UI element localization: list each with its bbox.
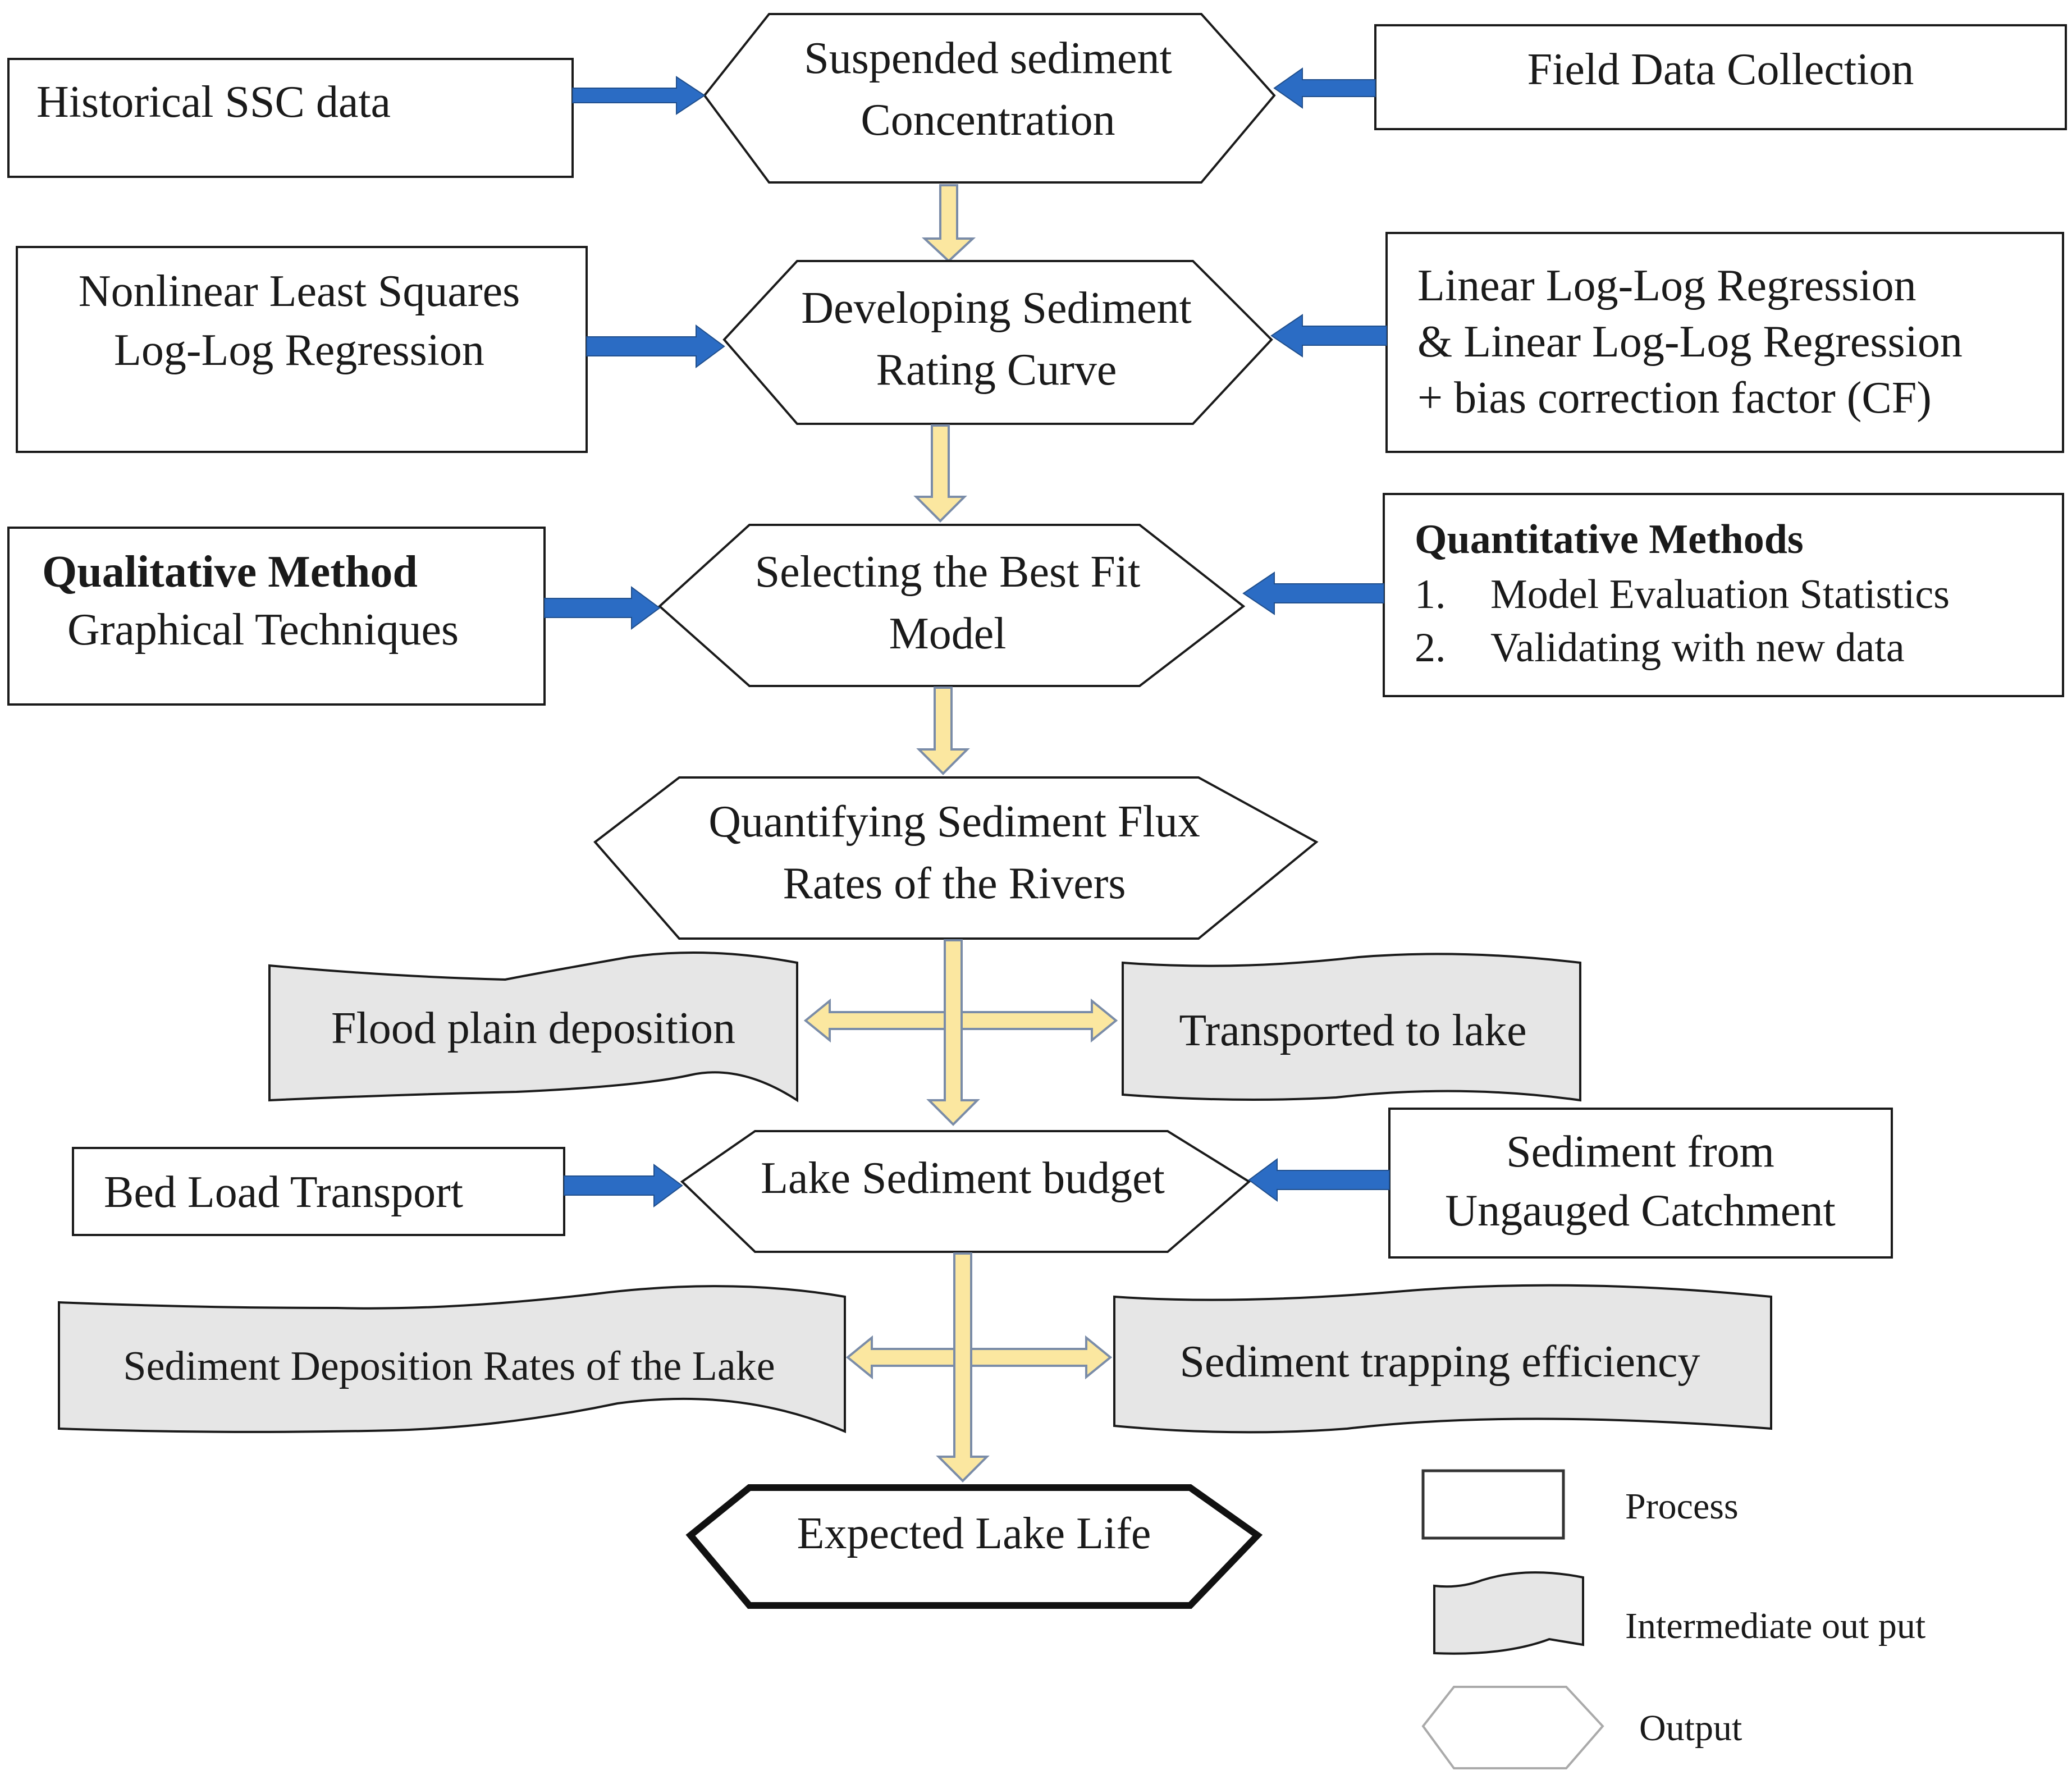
- linear-label-line1: Linear Log-Log Regression: [1417, 261, 1917, 310]
- linear-regression-box: Linear Log-Log Regression & Linear Log-L…: [1385, 232, 2064, 453]
- rating-label-line1: Developing Sediment: [801, 283, 1191, 333]
- field-data-label: Field Data Collection: [1527, 45, 1914, 94]
- legend: Process Intermediate out put Output: [1421, 1469, 1925, 1769]
- field-data-box: Field Data Collection: [1374, 24, 2067, 130]
- legend-process: Process: [1421, 1469, 1739, 1540]
- linear-label-line3: + bias correction factor (CF): [1417, 373, 1932, 423]
- blue-arrow-ungauged-to-budget: [1248, 1158, 1390, 1202]
- historical-ssc-box: Historical SSC data: [7, 58, 574, 178]
- flux-hexagon: Quantifying Sediment Flux Rates of the R…: [593, 776, 1319, 940]
- ungauged-label-line2: Ungauged Catchment: [1445, 1186, 1835, 1236]
- legend-output-label: Output: [1639, 1708, 1742, 1749]
- nlls-label-line2: Log-Log Regression: [114, 326, 484, 375]
- flood-plain-document: Flood plain deposition: [268, 951, 798, 1102]
- budget-hexagon: Lake Sediment budget: [680, 1130, 1251, 1253]
- legend-process-label: Process: [1625, 1486, 1739, 1527]
- rating-curve-hexagon: Developing Sediment Rating Curve: [722, 260, 1273, 425]
- qualitative-subtitle: Graphical Techniques: [67, 605, 459, 655]
- yellow-arrow-rating-to-select: [913, 424, 967, 523]
- lake-life-hexagon: Expected Lake Life: [685, 1484, 1263, 1609]
- legend-intermediate-swatch: [1433, 1571, 1584, 1655]
- transported-label: Transported to lake: [1179, 1006, 1526, 1055]
- lake-life-label: Expected Lake Life: [797, 1509, 1151, 1558]
- flood-plain-label: Flood plain deposition: [331, 1004, 735, 1053]
- quantitative-title: Quantitative Methods: [1415, 516, 1804, 562]
- nlls-label-line1: Nonlinear Least Squares: [79, 267, 520, 316]
- blue-arrow-nlls-to-rating: [586, 324, 725, 368]
- ssc-hexagon: Suspended sediment Concentration: [703, 13, 1276, 184]
- select-label-line1: Selecting the Best Fit: [755, 547, 1141, 597]
- yellow-cross-budget: [845, 1252, 1113, 1483]
- quantitative-item2: Validating with new data: [1490, 625, 1905, 671]
- linear-label-line2: & Linear Log-Log Regression: [1417, 317, 1963, 367]
- blue-arrow-field-to-ssc: [1273, 67, 1376, 109]
- transported-document: Transported to lake: [1122, 953, 1581, 1102]
- legend-process-swatch: [1421, 1469, 1565, 1540]
- blue-arrow-linear-to-rating: [1270, 314, 1387, 358]
- bed-load-box: Bed Load Transport: [72, 1147, 565, 1236]
- nlls-box: Nonlinear Least Squares Log-Log Regressi…: [16, 246, 588, 453]
- ssc-label-line1: Suspended sediment: [804, 34, 1172, 83]
- ssc-label-line2: Concentration: [861, 95, 1115, 145]
- legend-intermediate-label: Intermediate out put: [1625, 1605, 1925, 1646]
- deposition-rates-document: Sediment Deposition Rates of the Lake: [58, 1285, 846, 1434]
- yellow-arrow-select-to-flux: [916, 687, 970, 775]
- historical-ssc-label: Historical SSC data: [36, 77, 391, 127]
- ungauged-label-line1: Sediment from: [1506, 1127, 1774, 1177]
- rating-label-line2: Rating Curve: [876, 345, 1117, 395]
- qualitative-box: Qualitative Method Graphical Techniques: [7, 527, 546, 706]
- deposition-rates-label: Sediment Deposition Rates of the Lake: [123, 1343, 775, 1389]
- quantitative-box: Quantitative Methods 1. Model Evaluation…: [1383, 493, 2064, 697]
- yellow-arrow-ssc-to-rating: [921, 184, 976, 263]
- select-label-line2: Model: [889, 609, 1007, 658]
- select-model-hexagon: Selecting the Best Fit Model: [658, 524, 1246, 687]
- flux-label-line2: Rates of the Rivers: [783, 859, 1126, 908]
- trapping-label: Sediment trapping efficiency: [1179, 1337, 1700, 1387]
- yellow-cross-flux: [803, 939, 1118, 1126]
- legend-output: Output: [1421, 1686, 1742, 1769]
- ungauged-box: Sediment from Ungauged Catchment: [1388, 1108, 1893, 1259]
- budget-label: Lake Sediment budget: [761, 1154, 1165, 1203]
- blue-arrow-historical-to-ssc: [572, 76, 706, 115]
- blue-arrow-quantitative-to-select: [1242, 571, 1384, 615]
- quantitative-item1-number: 1.: [1415, 571, 1446, 617]
- bed-load-label: Bed Load Transport: [104, 1168, 463, 1217]
- legend-intermediate: Intermediate out put: [1433, 1571, 1925, 1655]
- trapping-document: Sediment trapping efficiency: [1113, 1284, 1772, 1434]
- qualitative-title: Qualitative Method: [42, 547, 418, 597]
- quantitative-item1: Model Evaluation Statistics: [1490, 571, 1950, 617]
- legend-output-swatch: [1421, 1686, 1604, 1769]
- blue-arrow-qualitative-to-select: [544, 586, 661, 630]
- quantitative-item2-number: 2.: [1415, 625, 1446, 671]
- blue-arrow-bedload-to-budget: [564, 1164, 683, 1207]
- flux-label-line1: Quantifying Sediment Flux: [708, 797, 1200, 847]
